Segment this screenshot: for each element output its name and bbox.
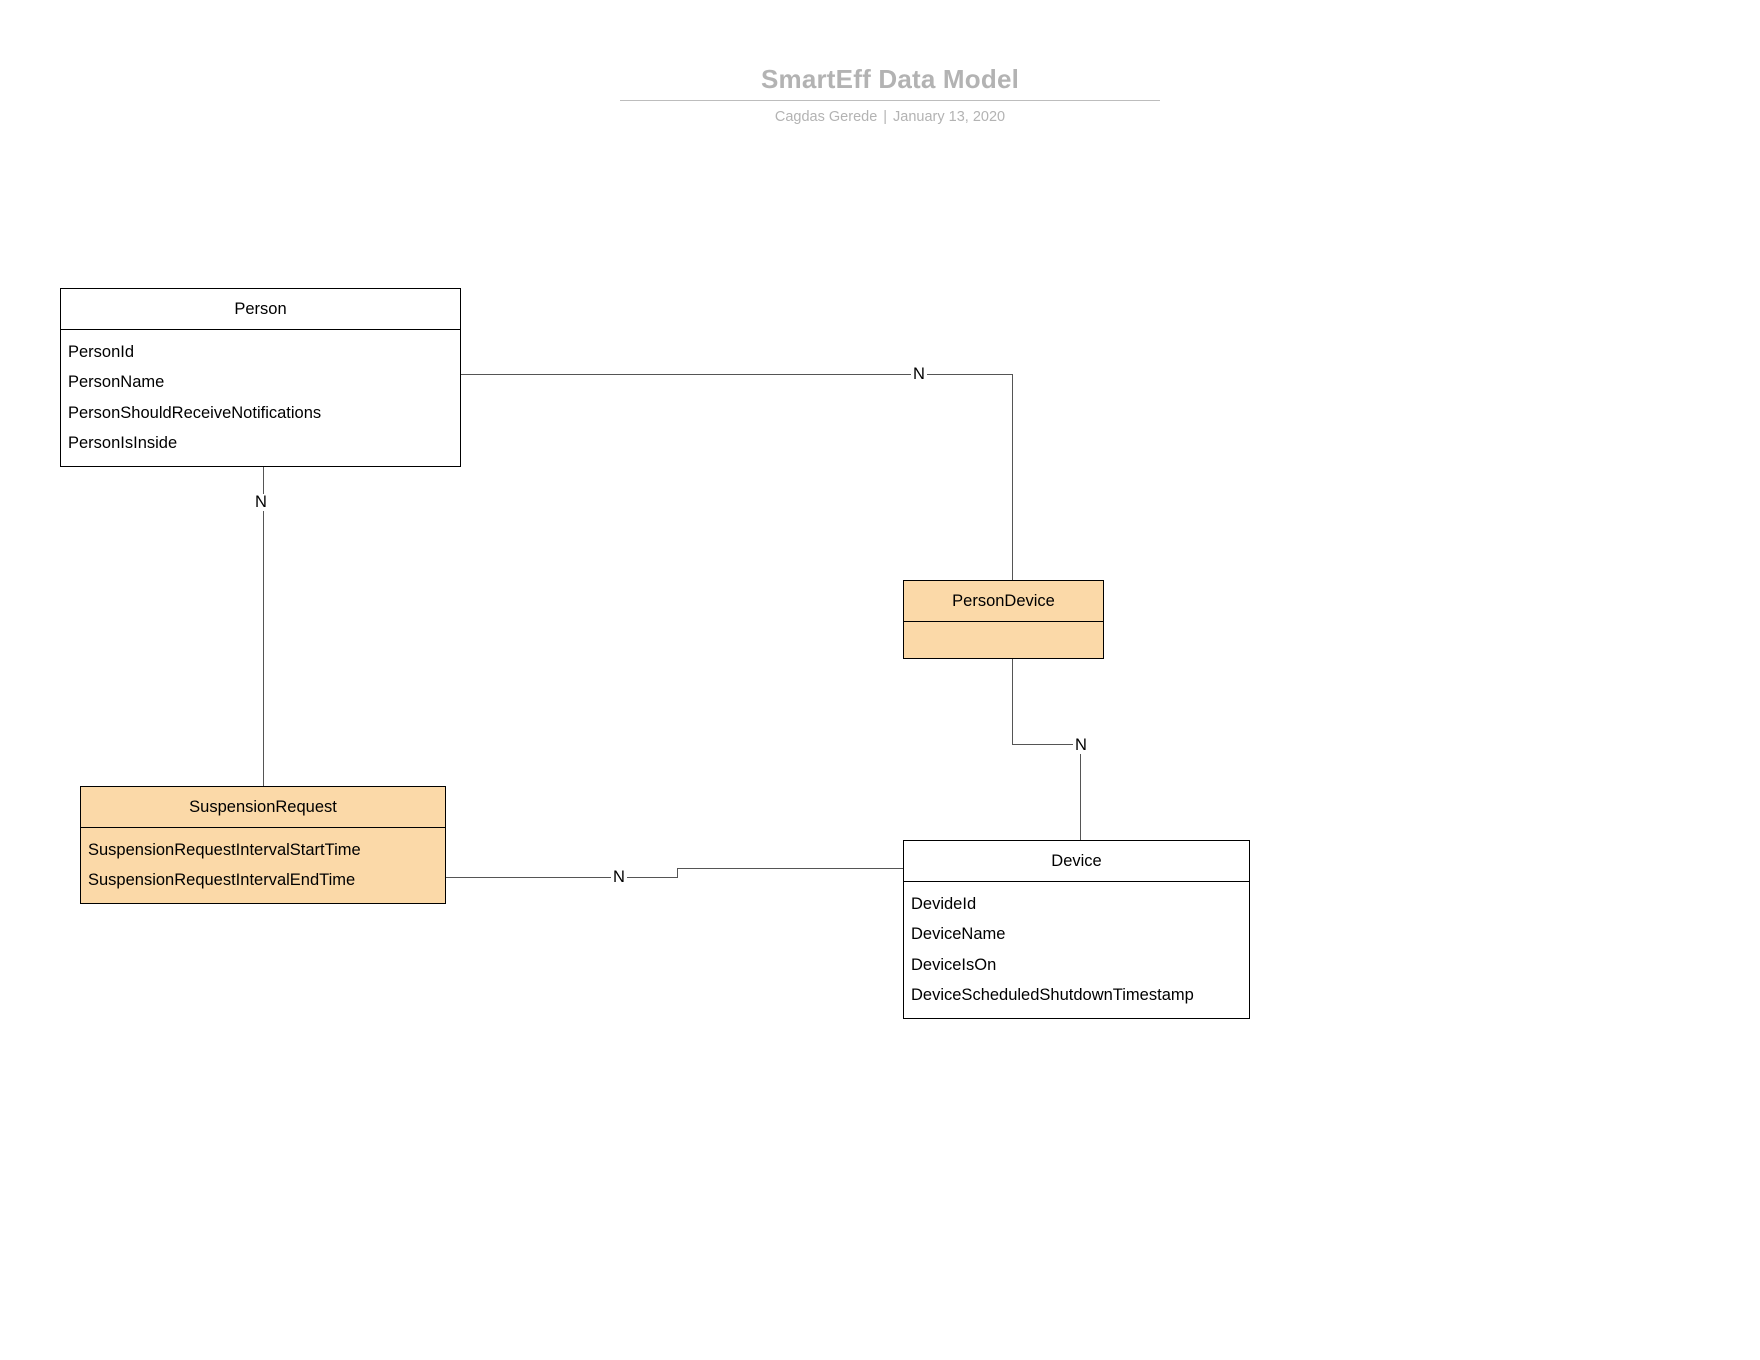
connector-suspensionrequest-device-jog	[677, 868, 679, 878]
entity-suspensionrequest-attributes: SuspensionRequestIntervalStartTime Suspe…	[81, 828, 445, 903]
entity-person-title: Person	[61, 289, 460, 330]
connector-persondevice-device-horizontal	[1012, 744, 1081, 746]
cardinality-person-persondevice: N	[911, 365, 927, 383]
connector-person-persondevice-vertical	[1012, 374, 1014, 581]
subtitle-separator: |	[883, 109, 888, 125]
document-date: January 13, 2020	[893, 109, 1006, 125]
page-title: SmartEff Data Model	[760, 64, 1020, 94]
connector-suspensionrequest-device-horizontal-left	[446, 877, 678, 879]
attribute-row: PersonId	[68, 342, 135, 361]
connector-person-suspensionrequest-vertical	[263, 460, 265, 786]
attribute-row: PersonName	[68, 373, 165, 391]
entity-device-attributes: DevideId DeviceName DeviceIsOn DeviceSch…	[904, 882, 1249, 1018]
page-subtitle: Cagdas Gerede | January 13, 2020	[620, 107, 1160, 127]
attribute-row: DevideId	[911, 894, 977, 913]
title-divider	[620, 100, 1160, 101]
attribute-row: SuspensionRequestIntervalStartTime	[88, 840, 361, 859]
connector-persondevice-device-vertical-upper	[1012, 655, 1014, 745]
connector-suspensionrequest-device-horizontal-right	[677, 868, 904, 870]
entity-person[interactable]: Person PersonId PersonName PersonShouldR…	[60, 288, 461, 467]
title-block: SmartEff Data Model Cagdas Gerede | Januar…	[620, 62, 1160, 127]
connector-persondevice-device-vertical-lower	[1080, 753, 1082, 841]
cardinality-suspensionrequest-device: N	[611, 868, 627, 886]
entity-persondevice[interactable]: PersonDevice	[903, 580, 1104, 659]
entity-device[interactable]: Device DevideId DeviceName DeviceIsOn De…	[903, 840, 1250, 1019]
entity-device-title: Device	[904, 841, 1249, 882]
entity-person-attributes: PersonId PersonName PersonShouldReceiveN…	[61, 330, 460, 466]
cardinality-persondevice-device: N	[1073, 736, 1089, 754]
attribute-row: DeviceName	[911, 925, 1006, 943]
attribute-row: DeviceScheduledShutdownTimestamp	[911, 986, 1194, 1004]
connector-person-persondevice-horizontal	[461, 374, 1013, 376]
attribute-row: PersonIsInside	[68, 434, 178, 452]
cardinality-person-suspensionrequest: N	[253, 493, 269, 511]
attribute-row: PersonShouldReceiveNotifications	[68, 403, 322, 422]
entity-suspensionrequest-title: SuspensionRequest	[81, 787, 445, 828]
entity-persondevice-title: PersonDevice	[904, 581, 1103, 622]
attribute-row: SuspensionRequestIntervalEndTime	[88, 871, 356, 889]
attribute-row: DeviceIsOn	[911, 955, 997, 974]
entity-persondevice-attributes	[904, 622, 1103, 658]
author-name: Cagdas Gerede	[774, 109, 878, 125]
entity-suspensionrequest[interactable]: SuspensionRequest SuspensionRequestInter…	[80, 786, 446, 904]
